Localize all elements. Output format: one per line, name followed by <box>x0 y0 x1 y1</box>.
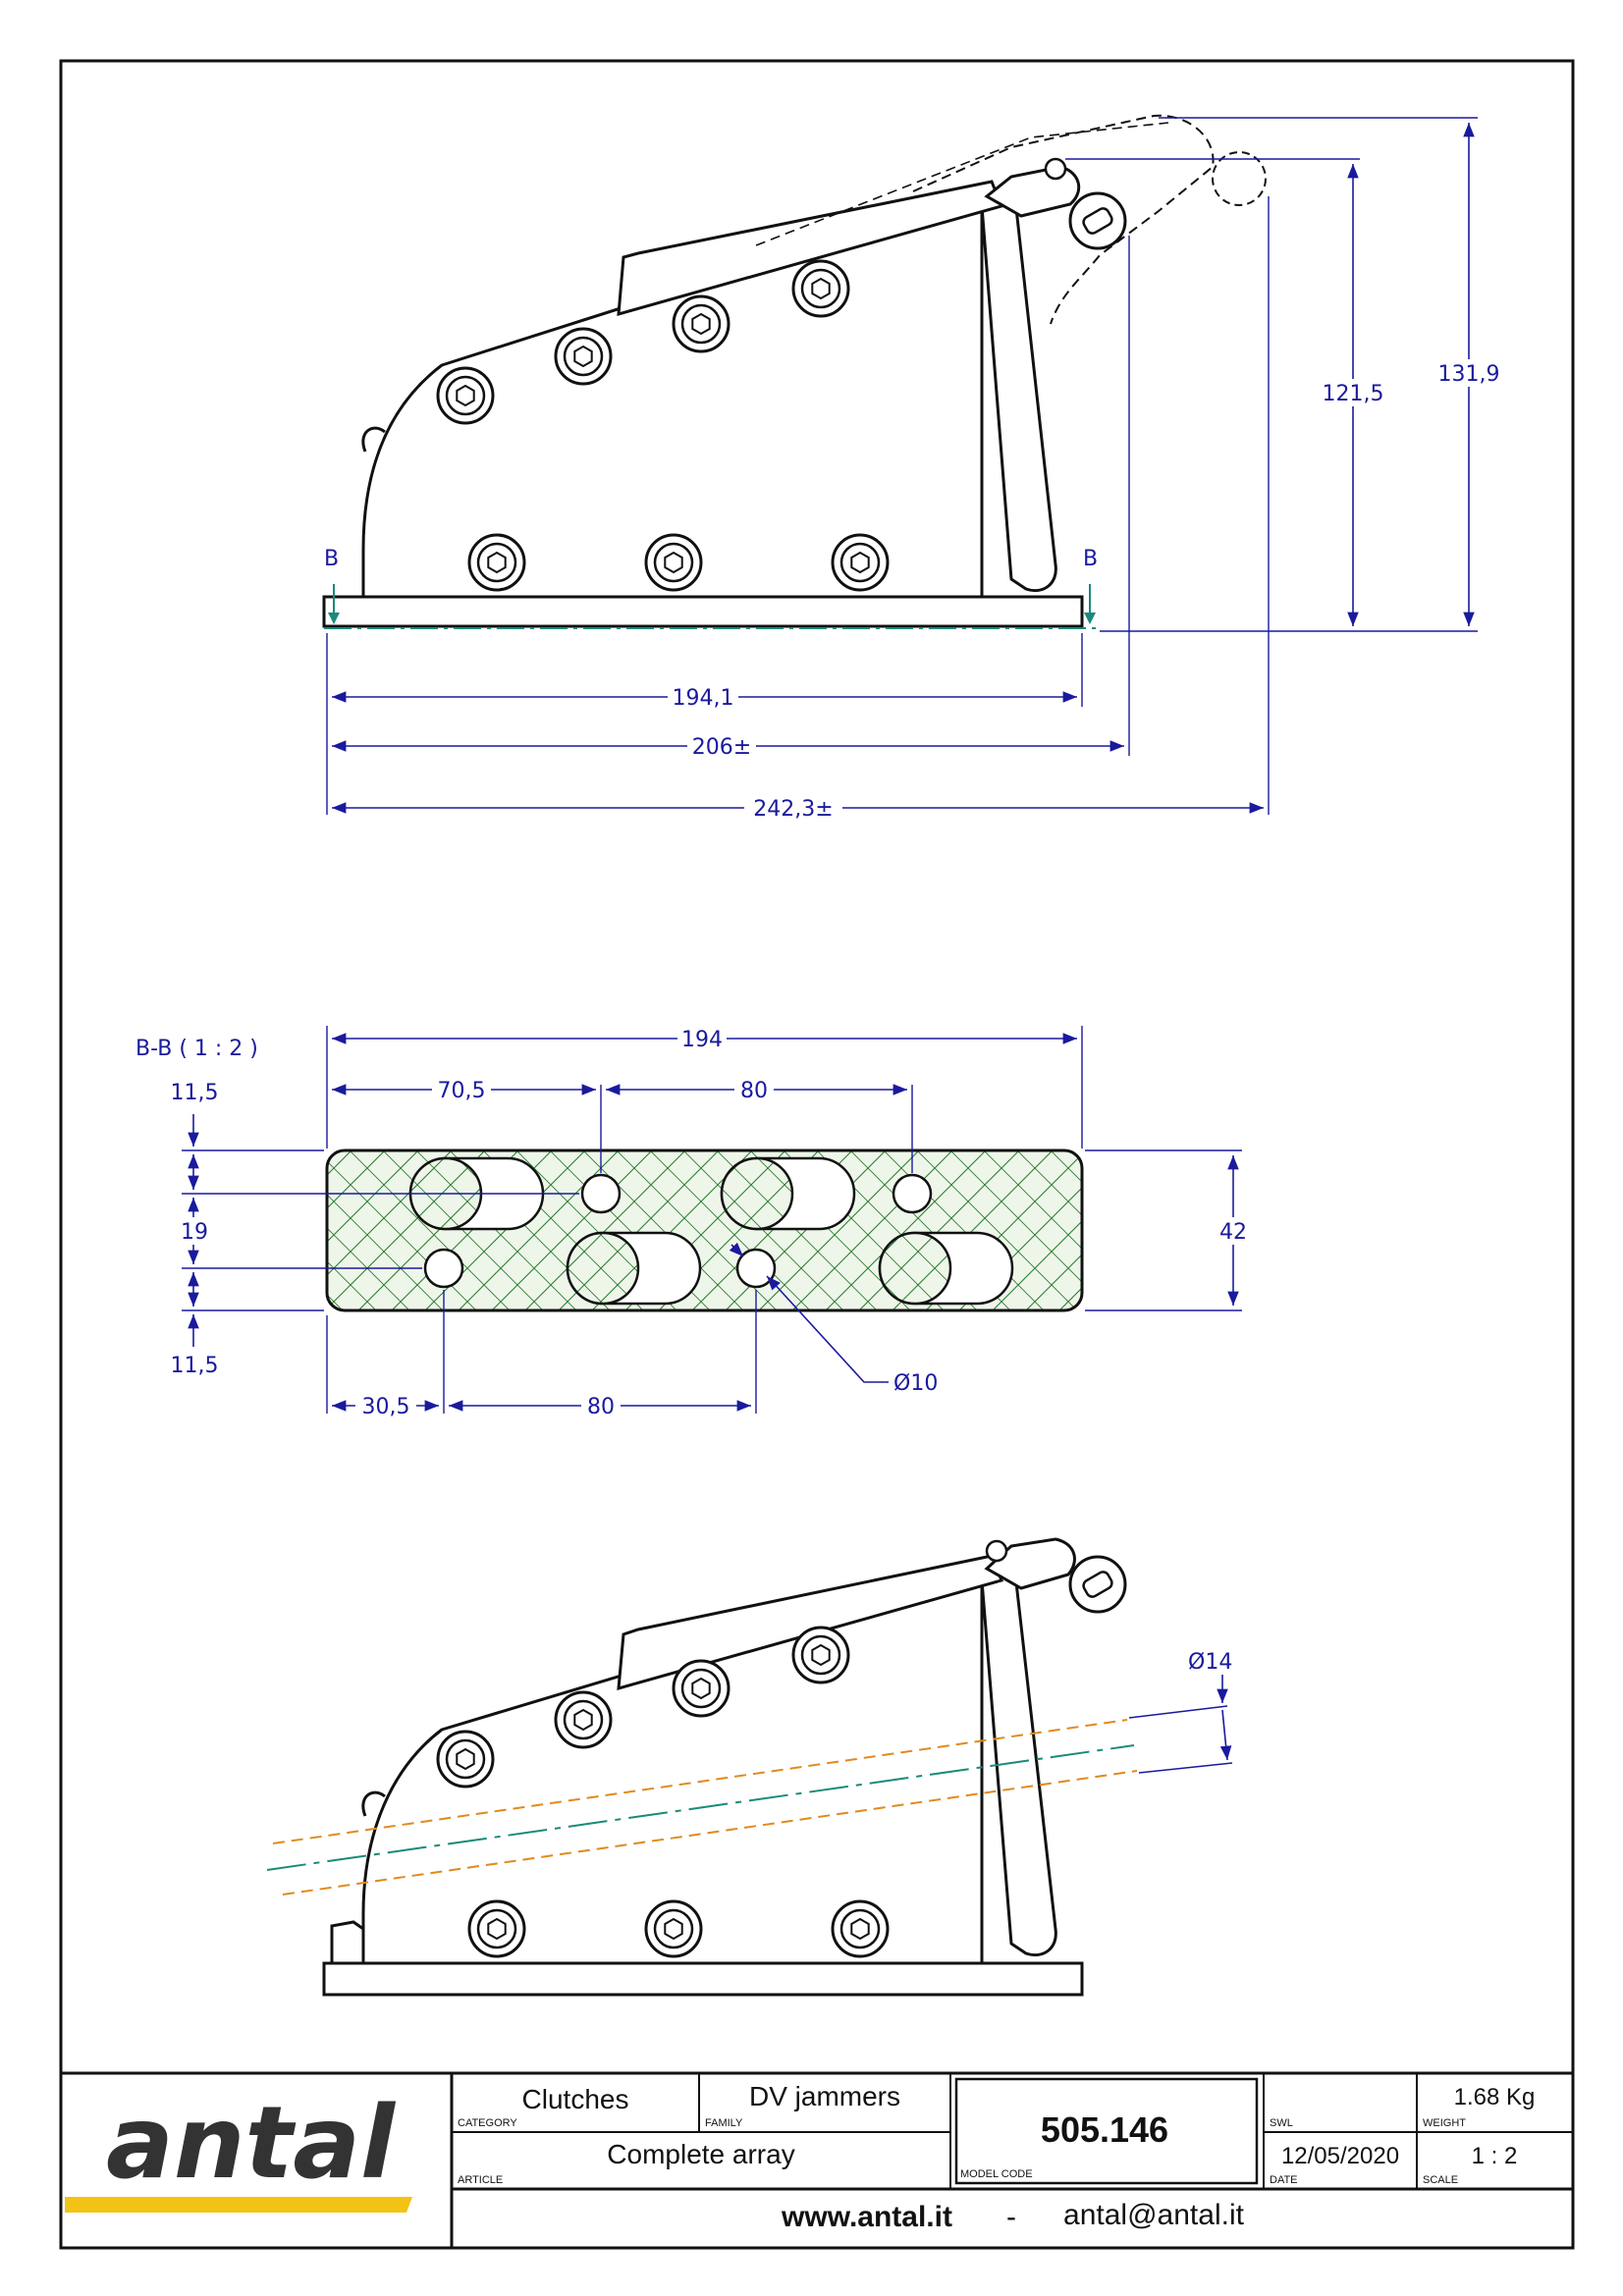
dim-hole-diameter: Ø10 <box>893 1371 938 1396</box>
bolt-icon <box>467 1899 526 1958</box>
bolt-icon <box>436 1730 495 1789</box>
footer-separator: - <box>1006 2201 1016 2233</box>
dim-length-max: 242,3± <box>753 797 833 822</box>
rope-edge-bottom <box>282 1770 1138 1896</box>
weight-value: 1.68 Kg <box>1454 2084 1536 2110</box>
bolt-icon <box>554 327 613 386</box>
dim-hole-pitch-top: 80 <box>740 1079 768 1103</box>
dim-height-closed: 121,5 <box>1323 382 1384 406</box>
section-title: B-B ( 1 : 2 ) <box>135 1037 258 1061</box>
dim-width: 42 <box>1219 1220 1247 1245</box>
cover-plate-lower <box>617 1554 1004 1691</box>
dim-edge-bottom: 11,5 <box>171 1354 219 1378</box>
website-link[interactable]: www.antal.it <box>781 2201 952 2233</box>
dim-length-base: 194,1 <box>673 686 734 711</box>
scale-value: 1 : 2 <box>1472 2143 1518 2169</box>
side-view: B B 194,1 206± 242,3± 121,5 131,9 <box>322 114 1500 822</box>
model-code-value: 505.146 <box>1041 2109 1168 2150</box>
bolt-icon <box>791 1626 850 1684</box>
bolt-icon <box>467 533 526 592</box>
article-label: ARTICLE <box>458 2174 503 2186</box>
bolt-icon <box>554 1690 613 1749</box>
clutch-lever-lower <box>984 1537 1076 1590</box>
family-label: FAMILY <box>705 2117 743 2129</box>
rope-edge-top <box>272 1719 1128 1844</box>
date-value: 12/05/2020 <box>1281 2143 1399 2169</box>
line-view: Ø14 <box>266 1537 1232 1997</box>
dim-first-hole: 70,5 <box>438 1079 486 1103</box>
antal-logo: antal <box>106 2085 397 2202</box>
cover-plate <box>617 180 1004 317</box>
bolt-icon <box>672 1659 730 1718</box>
bolt-icon <box>831 1899 890 1958</box>
round-hole <box>580 1173 622 1214</box>
dim-first-hole-bottom: 30,5 <box>362 1395 410 1419</box>
swl-label: SWL <box>1270 2117 1293 2129</box>
base-plate <box>322 595 1084 628</box>
article-value: Complete array <box>607 2139 794 2169</box>
dim-height-open: 131,9 <box>1438 362 1500 387</box>
section-view: B-B ( 1 : 2 ) <box>135 1025 1253 1419</box>
dim-edge-top: 11,5 <box>171 1081 219 1105</box>
bolt-icon <box>791 259 850 318</box>
bolt-icon <box>436 366 495 425</box>
model-code-label: MODEL CODE <box>960 2168 1033 2180</box>
lever-phantom <box>912 114 1215 325</box>
bolt-icon <box>672 294 730 353</box>
logo-bar <box>65 2197 412 2213</box>
category-value: Clutches <box>522 2084 629 2114</box>
date-label: DATE <box>1270 2174 1298 2186</box>
dim-rope-diameter: Ø14 <box>1188 1650 1232 1675</box>
family-value: DV jammers <box>749 2081 900 2111</box>
weight-label: WEIGHT <box>1423 2117 1466 2129</box>
dim-total-length: 194 <box>681 1028 723 1052</box>
bolt-icon <box>831 533 890 592</box>
bolt-icon <box>644 533 703 592</box>
drawing-frame <box>59 59 1575 2250</box>
email-link[interactable]: antal@antal.it <box>1063 2199 1245 2231</box>
dim-row-spacing: 19 <box>181 1220 208 1245</box>
round-hole <box>735 1248 777 1289</box>
scale-label: SCALE <box>1423 2174 1458 2186</box>
clutch-body-lower <box>361 1561 1057 1965</box>
category-label: CATEGORY <box>458 2117 517 2129</box>
dim-length-open: 206± <box>692 735 751 760</box>
section-mark-right: B <box>1083 547 1098 571</box>
round-hole <box>892 1173 933 1214</box>
lever-pin-phantom <box>1212 151 1267 206</box>
dim-hole-pitch-bottom: 80 <box>587 1395 615 1419</box>
clutch-body <box>361 187 1057 599</box>
section-mark-left: B <box>324 547 339 571</box>
bolt-icon <box>644 1899 703 1958</box>
round-hole <box>423 1248 464 1289</box>
title-block <box>61 2071 1573 2248</box>
rope-centerline <box>266 1744 1135 1871</box>
base-plate-lower <box>322 1961 1084 1997</box>
